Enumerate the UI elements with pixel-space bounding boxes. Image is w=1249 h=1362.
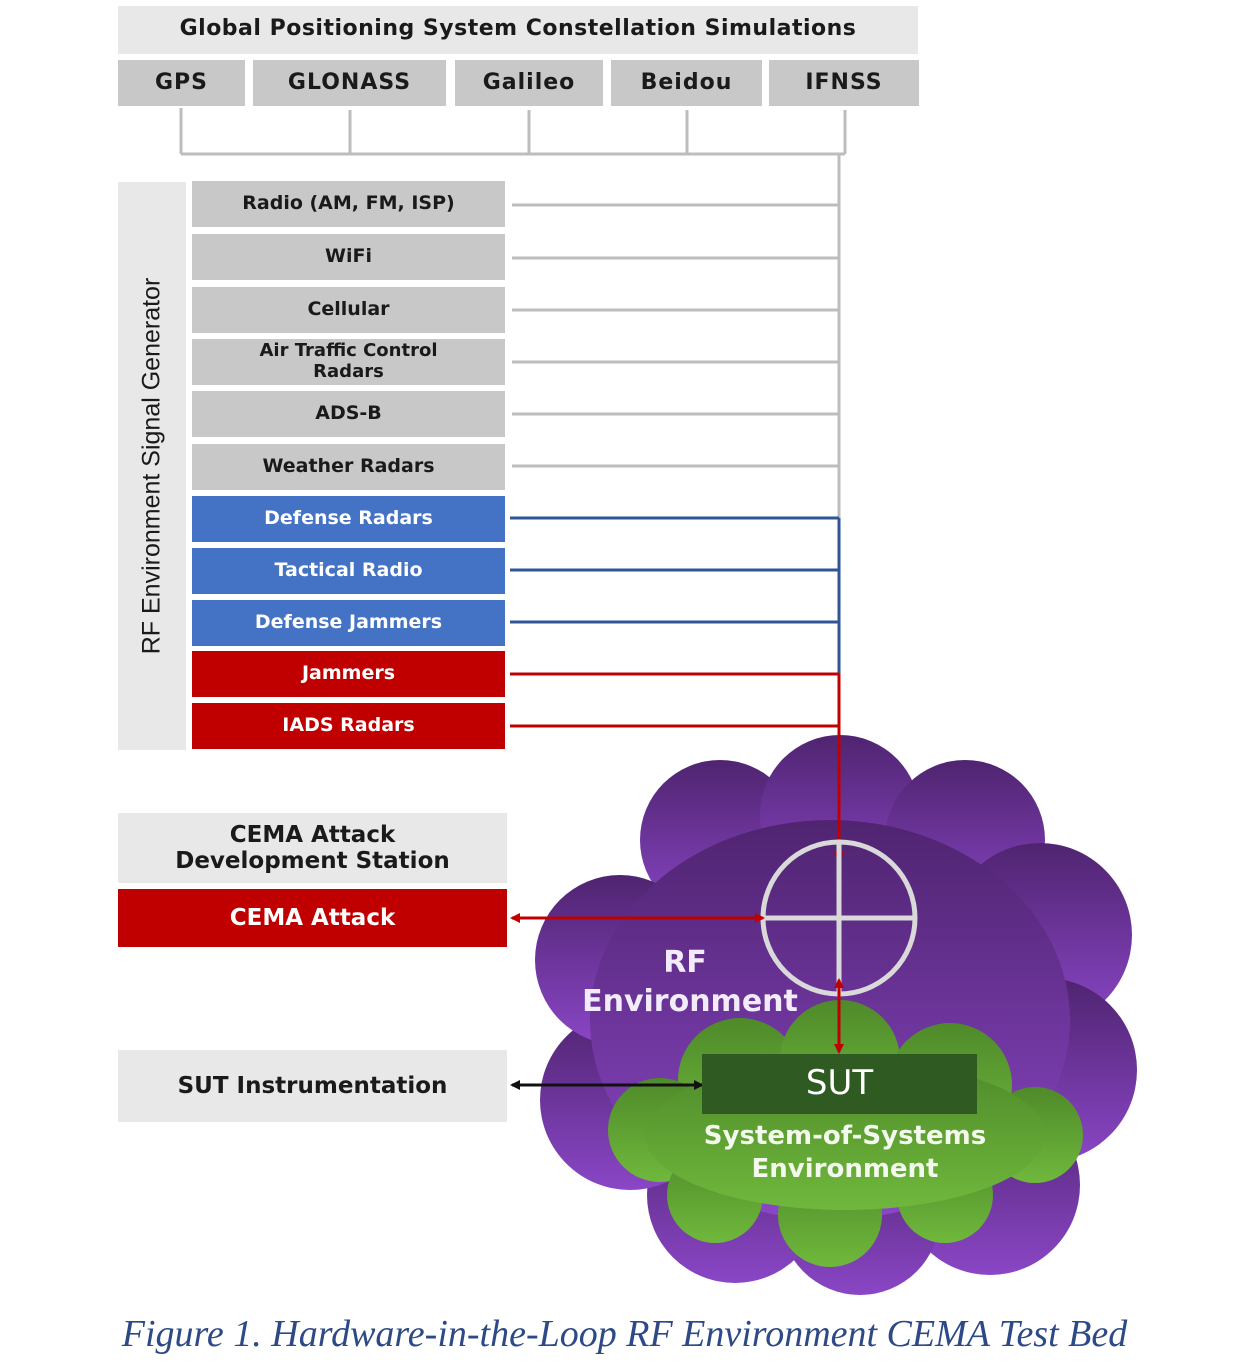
- gnss-title: Global Positioning System Constellation …: [179, 16, 857, 41]
- signal-iads-radars: IADS Radars: [192, 703, 505, 749]
- constellation-gps: GPS: [118, 60, 245, 106]
- gray-signal-lines: [512, 203, 839, 468]
- signal-wifi: WiFi: [192, 234, 505, 280]
- sut-instrumentation: SUT Instrumentation: [118, 1050, 507, 1122]
- figure-caption: Figure 1. Hardware-in-the-Loop RF Enviro…: [121, 1313, 1128, 1355]
- rf-environment-label-line1: RF: [663, 945, 707, 980]
- signal-ads-b: ADS-B: [192, 391, 505, 437]
- signal-weather-radars: Weather Radars: [192, 444, 505, 490]
- signal-defense-jammers: Defense Jammers: [192, 600, 505, 646]
- rf-environment-label-line2: Environment: [582, 984, 798, 1019]
- red-signal-lines: [510, 672, 844, 862]
- cema-attack: CEMA Attack: [118, 889, 507, 947]
- gnss-header-bg: [118, 6, 918, 54]
- sut-box: SUT: [702, 1054, 977, 1114]
- signal-defense-radars: Defense Radars: [192, 496, 505, 542]
- sos-environment-label-line1: System-of-Systems: [703, 1121, 987, 1151]
- signal-cellular: Cellular: [192, 287, 505, 333]
- signal-tactical-radio: Tactical Radio: [192, 548, 505, 594]
- cema-development-station: CEMA Attack Development Station: [118, 813, 507, 883]
- rf-signal-generator-label: RF Environment Signal Generator: [137, 277, 166, 655]
- constellation-beidou: Beidou: [611, 60, 762, 106]
- signal-atc-radars: Air Traffic Control Radars: [192, 339, 505, 385]
- constellation-ifnss: IFNSS: [769, 60, 919, 106]
- sos-environment-label-line2: Environment: [751, 1154, 939, 1184]
- constellation-glonass: GLONASS: [253, 60, 446, 106]
- constellation-galileo: Galileo: [455, 60, 603, 106]
- rf-signal-generator-panel: RF Environment Signal Generator: [118, 182, 186, 750]
- gnss-connectors: [179, 108, 847, 520]
- summing-junction: [760, 839, 918, 997]
- blue-signal-lines: [510, 516, 841, 674]
- signal-jammers: Jammers: [192, 651, 505, 697]
- signal-radio: Radio (AM, FM, ISP): [192, 181, 505, 227]
